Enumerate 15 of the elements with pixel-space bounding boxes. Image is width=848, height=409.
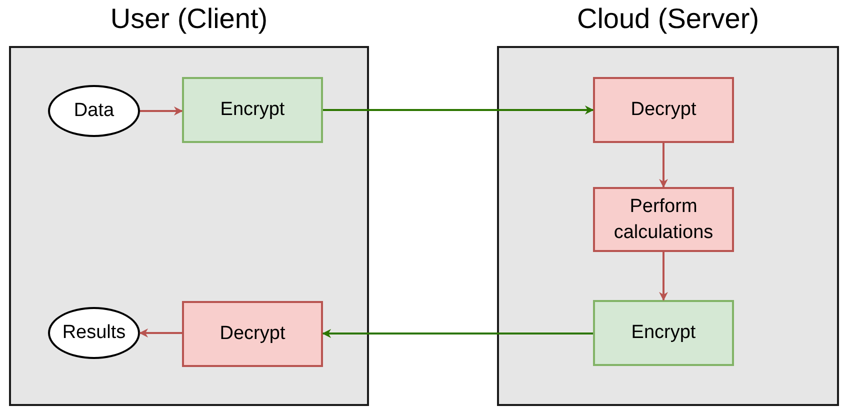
node-label: Perform calculations bbox=[612, 194, 714, 244]
arrow bbox=[322, 329, 593, 338]
node-label: Data bbox=[74, 99, 114, 123]
arrow bbox=[140, 106, 183, 116]
arrow bbox=[139, 328, 182, 338]
node-label: Encrypt bbox=[631, 321, 696, 345]
panel-heading: Cloud (Server) bbox=[576, 2, 760, 36]
node-label: Decrypt bbox=[220, 322, 286, 346]
arrow bbox=[323, 106, 594, 114]
node-label: Encrypt bbox=[220, 98, 285, 122]
arrow bbox=[659, 252, 668, 301]
panel-heading: User (Client) bbox=[109, 2, 269, 36]
node-label: Decrypt bbox=[630, 98, 696, 122]
node-label: Results bbox=[62, 321, 126, 345]
arrow bbox=[659, 143, 668, 188]
